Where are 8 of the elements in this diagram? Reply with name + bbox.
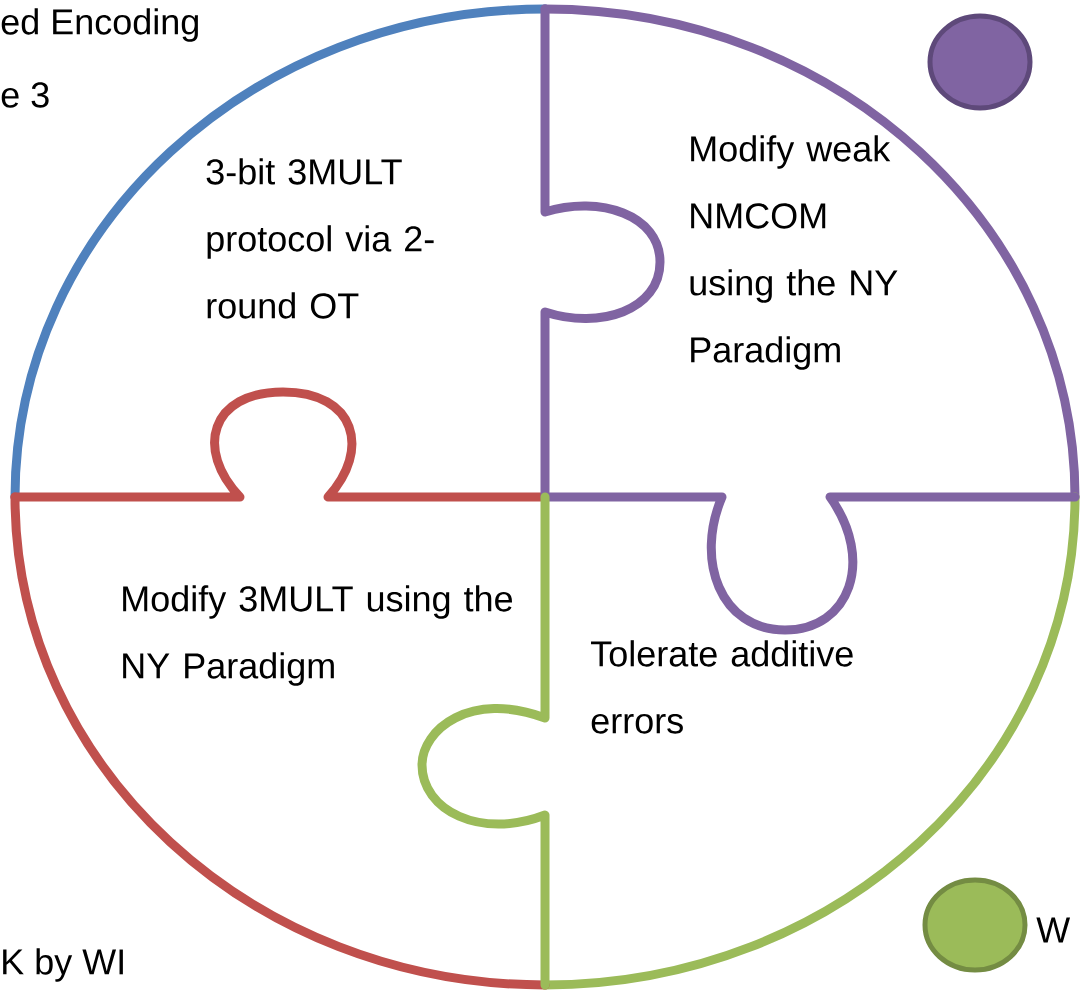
- label-text: K by WI: [3, 948, 123, 982]
- legend-text: W: [1036, 917, 1071, 943]
- label-text: ed Encoding: [1, 8, 198, 42]
- puzzle-piece-text: 3-bit 3MULT protocol via 2-round OT: [206, 158, 434, 319]
- label-text: e 3: [1, 82, 49, 108]
- puzzle-piece-text: Modify weak NMCOM using the NY Paradigm: [690, 135, 898, 370]
- puzzle-piece-text: Modify 3MULT using the NY Paradigm: [123, 585, 512, 686]
- puzzle-piece-text: Tolerate additive errors: [591, 640, 853, 734]
